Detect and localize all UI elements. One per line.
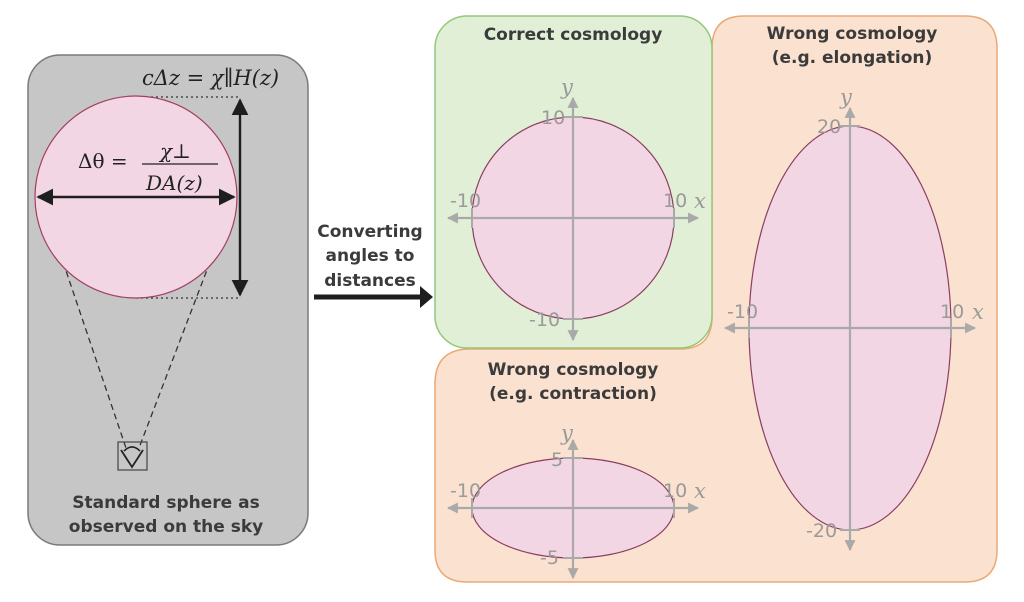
arrow-label-line3: distances [324,271,416,291]
left-caption-line1: Standard sphere as [72,493,259,513]
elongation-y-label: y [839,85,853,109]
contraction-y-label: y [560,421,574,445]
contraction-x-pos-tick: 10 [663,480,687,502]
correct-panel-title: Correct cosmology [484,25,663,45]
correct-y-pos-tick: 10 [541,107,565,129]
observer-eye-icon [117,441,148,471]
left-caption-line2: observed on the sky [69,517,263,537]
correct-x-neg-tick: -10 [450,190,481,212]
angle-formula-denominator: DA(z) [145,171,203,195]
elongation-panel: Wrong cosmology (e.g. elongation) -10 10… [723,24,984,552]
elongation-y-neg-tick: -20 [806,520,837,542]
left-panel: cΔz = χ∥H(z) Δθ = χ⊥ DA(z) Standard sphe… [27,54,309,546]
arrow-label-line1: Converting [317,222,422,242]
elongation-x-pos-tick: 10 [940,301,964,323]
angle-formula-numerator: χ⊥ [158,139,191,163]
cone-line-left [62,261,127,449]
contraction-title-line2: (e.g. contraction) [489,384,657,404]
contraction-x-neg-tick: -10 [450,480,481,502]
correct-y-label: y [560,75,574,99]
elongation-x-label: x [972,300,984,324]
arrow-label-line2: angles to [326,246,415,266]
conversion-arrow-head [420,286,433,308]
cone-line-right [138,261,211,449]
contraction-y-pos-tick: 5 [551,449,563,471]
radial-formula: cΔz = χ∥H(z) [142,66,279,90]
contraction-title-line1: Wrong cosmology [488,360,659,380]
angle-formula-lhs: Δθ = [78,149,128,173]
contraction-panel: Wrong cosmology (e.g. contraction) -10 1… [446,360,706,580]
contraction-y-neg-tick: -5 [540,547,559,569]
elongation-y-pos-tick: 20 [817,116,841,138]
elongation-title-line1: Wrong cosmology [767,24,938,44]
conversion-arrow-group: Converting angles to distances [314,222,433,308]
correct-cosmology-panel: Correct cosmology -10 10 10 -10 x y [446,25,706,342]
elongation-title-line2: (e.g. elongation) [772,48,933,68]
contraction-x-label: x [694,479,706,503]
correct-x-label: x [694,189,706,213]
correct-y-neg-tick: -10 [529,309,560,331]
elongation-x-neg-tick: -10 [727,301,758,323]
correct-x-pos-tick: 10 [663,190,687,212]
